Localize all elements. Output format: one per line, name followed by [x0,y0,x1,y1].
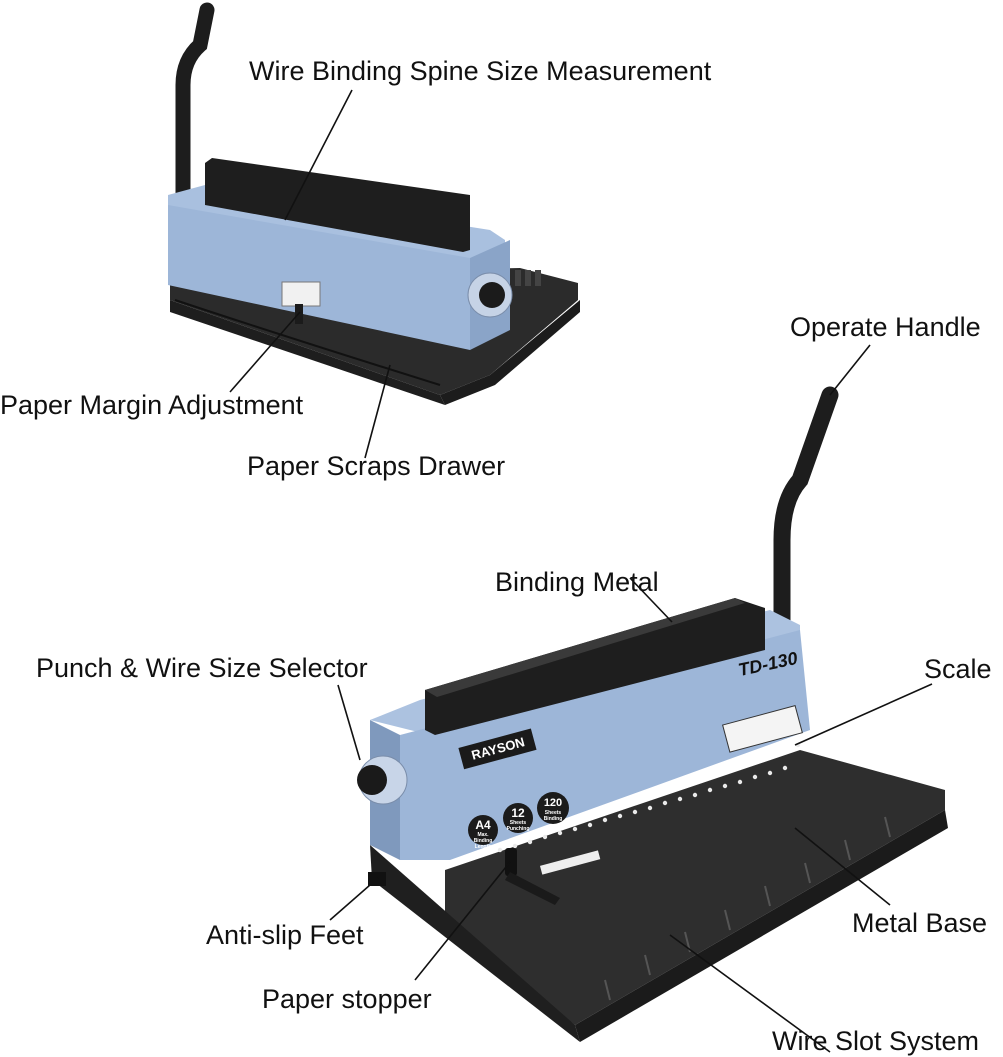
badge-120: 120 Sheets Binding [537,792,569,824]
leader-lines [229,89,933,1053]
badge-a4-value: A4 [475,818,491,832]
top-machine [168,2,580,405]
brand-plate [458,728,537,770]
leader-stopper [414,861,511,981]
badge-12: 12 Sheets Punching [503,803,533,833]
leader-handle [829,344,871,396]
scale-holes [497,742,801,853]
badge-12-caption: Sheets Punching [506,820,530,832]
leader-spine-size [284,89,353,221]
label-binding-metal: Binding Metal [495,567,659,597]
badge-a4: A4 Max. Binding Length [468,815,498,850]
top-body-front [168,205,470,350]
label-paper-stopper: Paper stopper [262,984,432,1014]
leader-selector [337,684,361,761]
leader-metal-base [794,827,891,906]
label-spine-size: Wire Binding Spine Size Measurement [249,56,712,86]
leader-scale [794,683,933,746]
paper-stopper-slot [539,850,601,875]
label-scraps-drawer: Paper Scraps Drawer [247,451,506,481]
label-wire-slot: Wire Slot System [772,1026,980,1056]
bottom-operate-handle [773,386,839,649]
label-scale: Scale [924,654,992,684]
badge-a4-caption: Max. Binding Length [473,832,493,850]
bottom-body-front [400,630,810,860]
wire-slots [604,816,891,1001]
label-paper-margin: Paper Margin Adjustment [0,390,304,420]
leader-scraps [364,364,391,459]
top-operate-handle [175,2,215,208]
label-metal-base: Metal Base [852,908,988,938]
label-selector: Punch & Wire Size Selector [36,653,368,683]
leader-margin [229,311,301,393]
paper-stopper [505,848,517,876]
badge-120-caption: Sheets Binding [543,810,563,822]
bottom-metal-base [445,750,945,1025]
leader-binding-metal [629,577,673,623]
badge-12-value: 12 [511,806,525,820]
label-anti-slip-feet: Anti-slip Feet [206,920,364,950]
warning-sticker [722,705,803,753]
bottom-machine [357,386,948,1042]
bottom-binding-metal [425,598,765,735]
badge-120-value: 120 [543,797,563,809]
leader-feet [329,877,379,921]
label-operate-handle: Operate Handle [790,312,981,342]
top-binding-metal [205,158,470,252]
leader-wire-slot [669,934,831,1053]
top-margin-scale [281,281,321,307]
